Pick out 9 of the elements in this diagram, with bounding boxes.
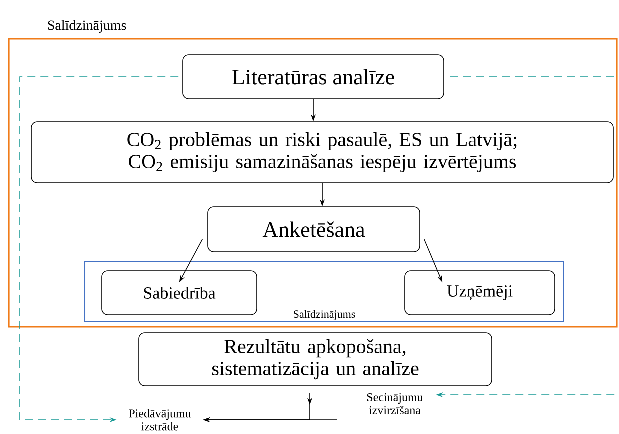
step-label: Secinājumu izvirzīšana: [367, 393, 424, 415]
process-box: Anketēšana: [208, 206, 420, 252]
process-box: Literatūras analīze: [182, 54, 444, 100]
process-box: Rezultātu apkopošana, sistematizācija un analīze: [138, 332, 492, 386]
process-box: Uzņēmēji: [404, 270, 556, 316]
process-box: CO$_{2}$ problēmas un riski pasaulē, ES un Latvijā; CO$_{2}$ emisiju samazināšanas iespēju izvērtējums: [31, 122, 614, 184]
step-label: Piedāvājumu izstrāde: [129, 409, 192, 431]
process-box: Sabiedrība: [102, 270, 258, 316]
node-label: Salīdzinājums: [48, 20, 126, 33]
